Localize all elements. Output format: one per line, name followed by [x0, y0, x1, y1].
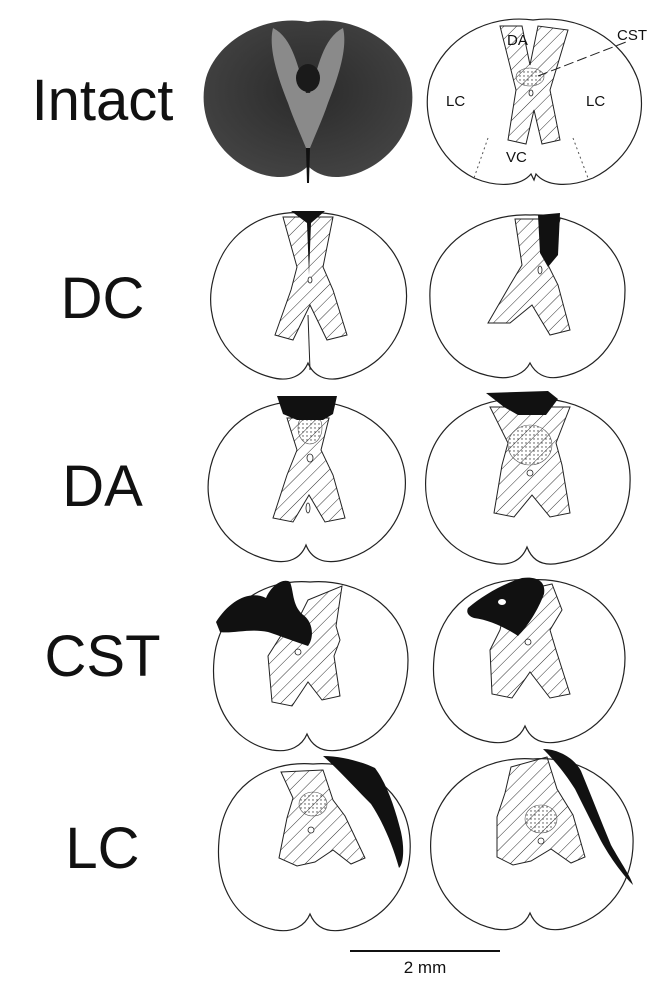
scale-bar-label: 2 mm	[350, 958, 500, 978]
intact-micrograph	[198, 8, 418, 183]
label-lc-right: LC	[586, 94, 605, 109]
da-section-left	[205, 390, 415, 568]
label-lc-left: LC	[446, 94, 465, 109]
da-section-right	[420, 385, 635, 570]
label-da: DA	[507, 33, 528, 48]
lc-section-right	[425, 745, 640, 935]
row-label-dc: DC	[0, 270, 205, 328]
dc-section-right	[420, 205, 635, 385]
row-label-intact: Intact	[0, 72, 205, 130]
row-label-lc: LC	[0, 820, 205, 878]
label-vc: VC	[506, 150, 527, 165]
lc-section-left	[215, 750, 420, 935]
cst-section-left	[210, 570, 415, 755]
dc-section-left	[205, 205, 415, 385]
row-label-da: DA	[0, 458, 205, 516]
scale-bar	[350, 950, 500, 952]
label-cst: CST	[617, 28, 647, 43]
row-label-cst: CST	[0, 628, 205, 686]
cst-section-right	[430, 570, 630, 750]
